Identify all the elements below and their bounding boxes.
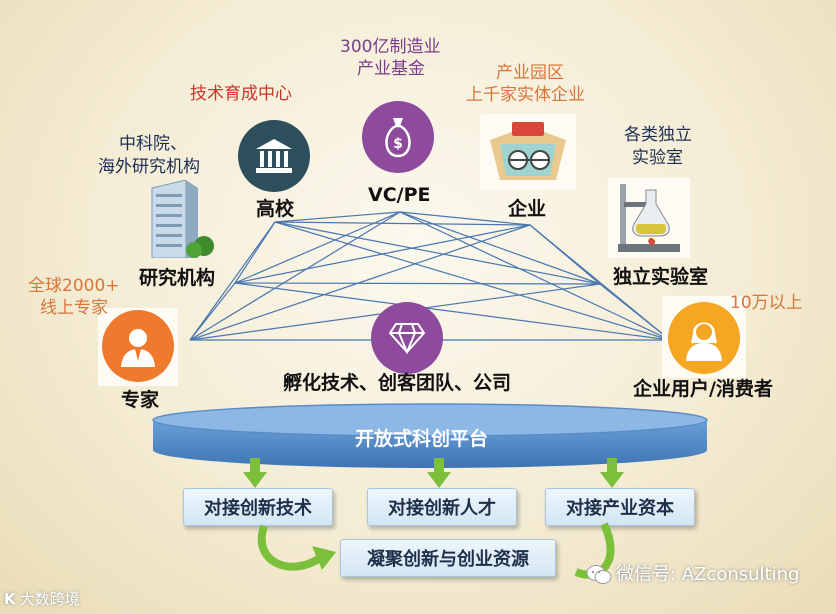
network-line-2 [189, 211, 401, 341]
watermark-left-text: 大数跨境 [19, 590, 80, 608]
network-line-1 [189, 221, 276, 341]
arrow-down-icon-1 [243, 458, 267, 488]
experts-note-1: 全球2000+ [28, 276, 120, 296]
arrow-down-icon-3 [600, 458, 624, 488]
consumers-note: 10万以上 [730, 293, 803, 313]
network-line-16 [399, 211, 601, 285]
platform-label: 开放式科创平台 [355, 428, 489, 450]
svg-text:$: $ [393, 136, 403, 152]
network-line-12 [274, 221, 531, 226]
vcpe-note-2: 产业基金 [357, 59, 425, 79]
building-icon [151, 180, 214, 258]
curve-arrow-right-icon [574, 522, 615, 579]
action-box-talent: 对接创新人才 [367, 488, 517, 526]
flask-icon [618, 184, 680, 252]
factory-icon [490, 122, 566, 180]
network-line-7 [234, 211, 401, 284]
logo-icon: K [4, 590, 16, 608]
vcpe-label: VC/PE [368, 184, 431, 206]
research-label: 研究机构 [139, 267, 216, 289]
vcpe-note-1: 300亿制造业 [340, 37, 441, 57]
result-box: 凝聚创新与创业资源 [340, 539, 556, 577]
wechat-icon [586, 564, 612, 586]
network-line-6 [234, 221, 276, 284]
network-line-14 [274, 221, 671, 341]
arrow-down-icon-2 [427, 458, 451, 488]
woman-icon [668, 302, 740, 374]
diamond-icon [371, 302, 443, 374]
consumers-label: 企业用户/消费者 [633, 378, 773, 400]
enterprise-note-1: 产业园区 [496, 63, 564, 83]
watermark-right: 微信号: AZconsulting [616, 564, 800, 585]
action-box-capital: 对接产业资本 [545, 488, 695, 526]
enterprise-label: 企业 [508, 198, 547, 220]
network-line-10 [234, 282, 671, 341]
user-icon [102, 310, 174, 382]
network-line-15 [399, 211, 531, 226]
research-note-2: 海外研究机构 [98, 157, 200, 177]
network-line-20 [599, 283, 671, 341]
lab-note-2: 实验室 [632, 148, 683, 168]
bank-icon [238, 120, 310, 192]
lab-label: 独立实验室 [613, 266, 709, 288]
university-label: 高校 [256, 198, 295, 220]
experts-note-2: 线上专家 [40, 298, 108, 318]
network-line-9 [234, 282, 601, 285]
lab-note-1: 各类独立 [624, 125, 692, 145]
university-note: 技术育成中心 [190, 84, 292, 104]
incubation-label: 孵化技术、创客团队、公司 [283, 372, 512, 394]
research-note-1: 中科院、 [119, 134, 187, 154]
network-line-13 [274, 221, 601, 285]
experts-label: 专家 [121, 389, 160, 411]
enterprise-note-2: 上千家实体企业 [466, 85, 585, 105]
network-line-3 [189, 224, 531, 341]
network-line-11 [274, 211, 401, 223]
curve-arrow-left-icon [257, 524, 336, 571]
money-bag-icon: $ [362, 101, 434, 173]
network-line-17 [399, 211, 671, 341]
platform-cylinder [152, 403, 708, 468]
action-box-tech: 对接创新技术 [183, 488, 333, 526]
